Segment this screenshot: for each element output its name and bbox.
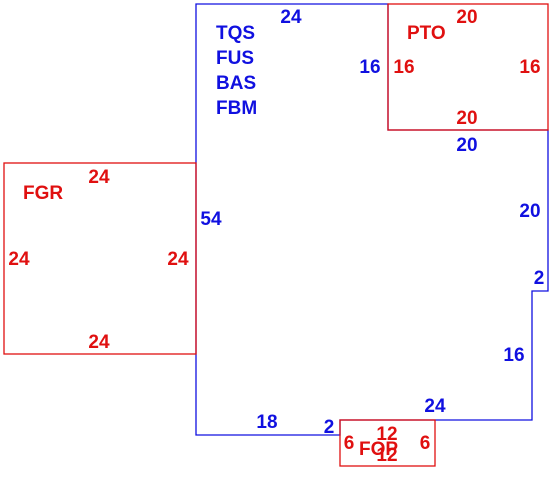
main-dim-step: 2 <box>534 268 545 289</box>
main-code-1: TQS <box>216 23 255 44</box>
fgr-outline <box>3 162 197 355</box>
main-dim-notch-left: 16 <box>359 57 380 78</box>
main-dim-top: 24 <box>280 7 302 28</box>
pto-dim-bottom: 20 <box>456 108 477 129</box>
main-code-2: FUS <box>216 48 254 69</box>
fgr-dim-left: 24 <box>8 249 30 270</box>
main-code-3: BAS <box>216 73 256 94</box>
main-dim-bottom-step: 2 <box>324 417 335 438</box>
main-dim-right-lower: 16 <box>503 345 524 366</box>
fgr-code: FGR <box>23 183 63 204</box>
fgr-dim-right: 24 <box>167 249 189 270</box>
fgr-dim-top: 24 <box>88 167 110 188</box>
main-dim-right-upper: 20 <box>519 201 540 222</box>
pto-dim-right: 16 <box>519 57 540 78</box>
fop-dim-top: 12 <box>376 424 397 445</box>
pto-code: PTO <box>407 23 446 44</box>
fop-dim-bottom: 12 <box>376 445 397 466</box>
main-dim-left: 54 <box>200 209 222 230</box>
main-dim-bottom-right: 24 <box>424 396 446 417</box>
fop-code: FOP <box>359 439 398 460</box>
fop-dim-right: 6 <box>420 433 431 454</box>
main-code-4: FBM <box>216 98 257 119</box>
pto-dim-left: 16 <box>393 57 414 78</box>
pto-dim-top: 20 <box>456 7 477 28</box>
main-dim-bottom-left: 18 <box>256 412 277 433</box>
fop-outline <box>339 419 436 467</box>
main-dim-notch-bottom: 20 <box>456 135 477 156</box>
pto-outline <box>387 3 549 131</box>
fop-dim-left: 6 <box>344 433 355 454</box>
fgr-dim-bottom: 24 <box>88 332 110 353</box>
